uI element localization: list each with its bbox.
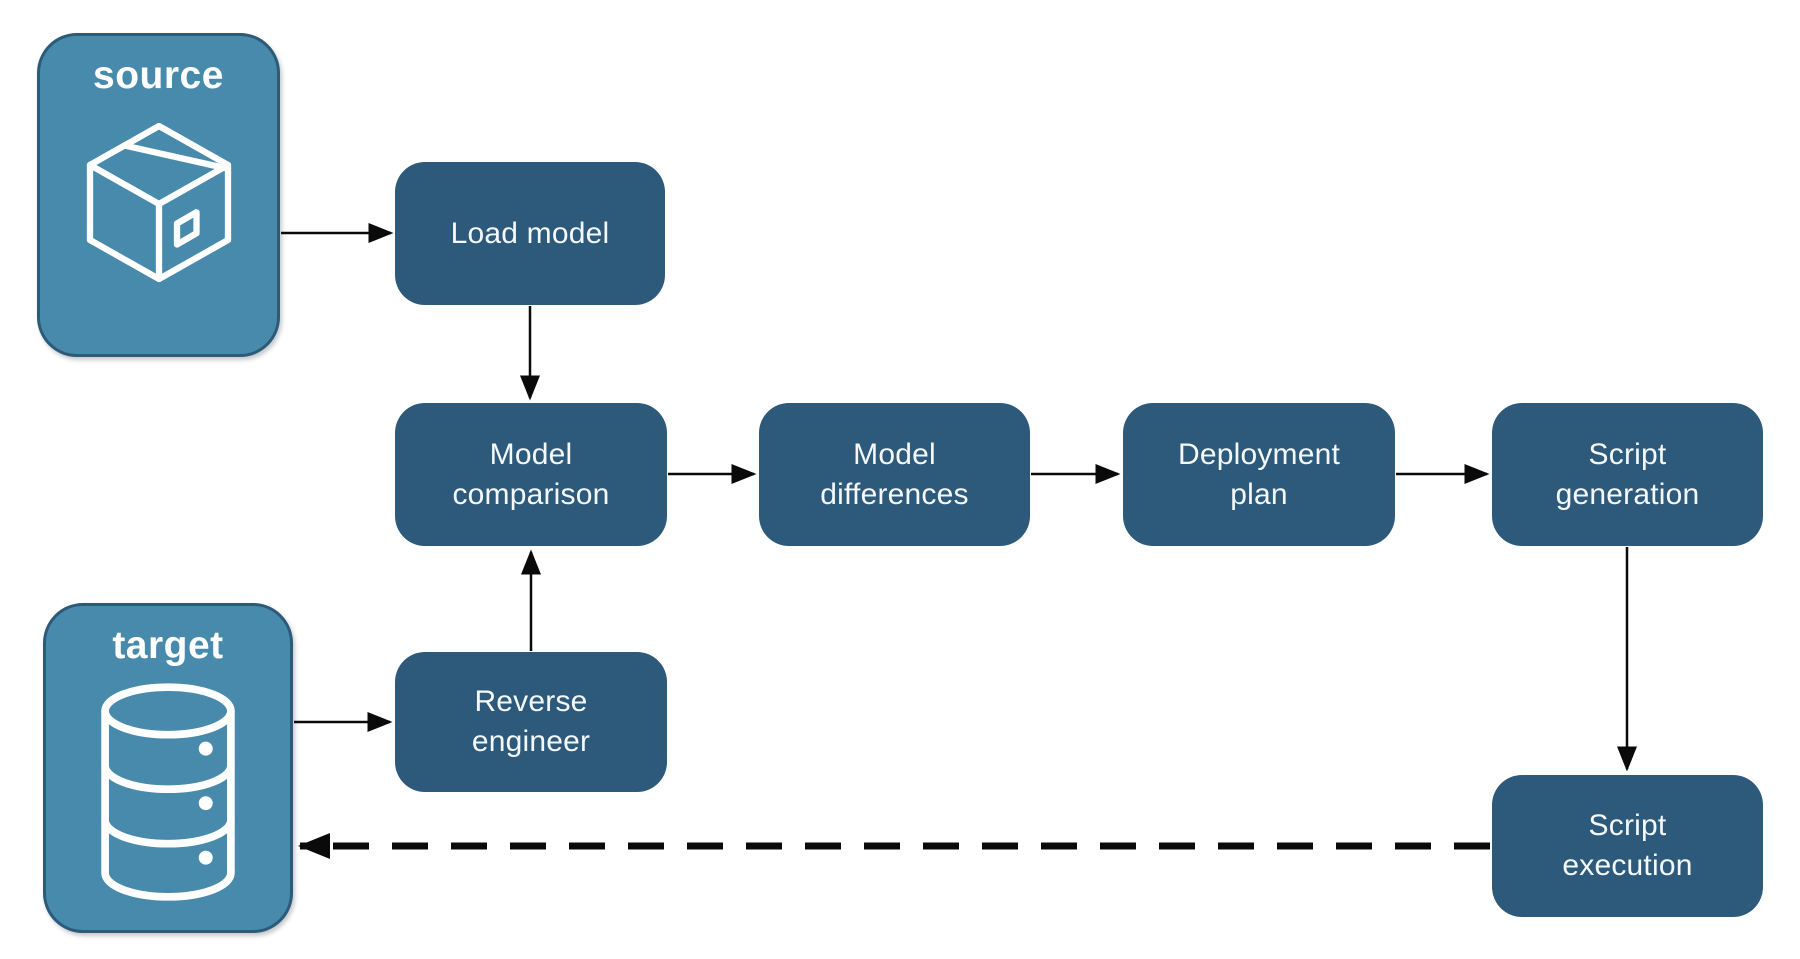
target-label: target — [112, 624, 224, 667]
node-model-comparison: Model comparison — [395, 403, 667, 546]
source-node: source — [37, 33, 280, 357]
node-deployment-plan: Deployment plan — [1123, 403, 1395, 546]
node-load-model: Load model — [395, 162, 665, 305]
package-icon — [86, 122, 231, 283]
node-script-generation: Script generation — [1492, 403, 1763, 546]
node-model-differences: Model differences — [759, 403, 1030, 546]
database-icon — [101, 683, 235, 901]
target-node: target — [43, 603, 293, 933]
node-script-execution: Script execution — [1492, 775, 1763, 917]
source-label: source — [93, 54, 224, 97]
node-reverse-engineer: Reverse engineer — [395, 652, 667, 792]
